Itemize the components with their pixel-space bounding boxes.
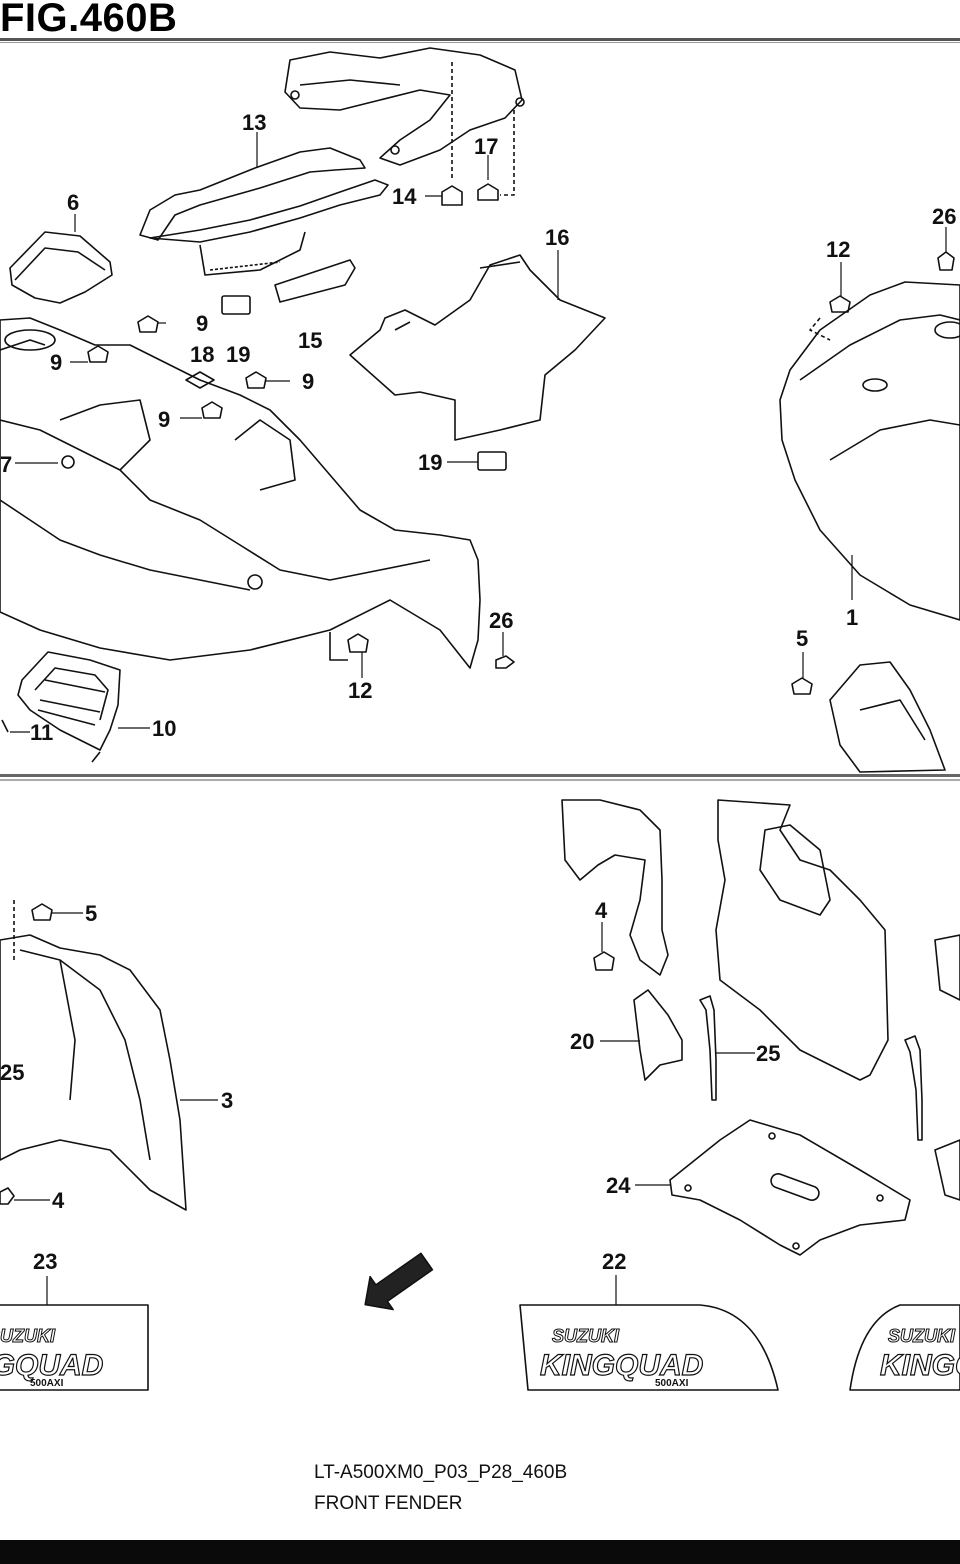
decal-right-text: SUZUKI KINGQUAD [879, 1326, 960, 1383]
callout-18: 18 [190, 342, 214, 367]
decal-right-outline [849, 1304, 960, 1391]
callout-26-upper-right: 26 [932, 204, 956, 229]
callout-13: 13 [242, 110, 266, 135]
part-17-clip [477, 183, 499, 201]
part-26-clip-right [937, 251, 955, 271]
callout-12-upper-right: 12 [826, 237, 850, 262]
upper-bracket-part [284, 47, 523, 166]
decal-22-brand: SUZUKI [552, 1326, 620, 1346]
part-12-clip-left [347, 633, 369, 653]
part-6-cover [9, 231, 113, 304]
decal-right-brand: SUZUKI [888, 1326, 956, 1346]
decal-23-model: KINGQUAD [0, 1349, 103, 1382]
figure-title: FIG.460B [0, 0, 178, 40]
part-4-clip-left [0, 1187, 15, 1205]
decal-22-outline [519, 1304, 779, 1391]
callout-9-a: 9 [196, 311, 208, 336]
part-19-block-a [221, 295, 251, 315]
callout-14: 14 [392, 184, 417, 209]
callout-20: 20 [570, 1029, 594, 1054]
fwd-arrow-label: FWD [377, 1310, 417, 1345]
part-9-clip-d [201, 401, 223, 419]
decal-right-model: KINGQUAD [880, 1349, 960, 1382]
part-14-bolt [441, 185, 463, 206]
decal-22-model: KINGQUAD [540, 1349, 703, 1382]
decal-22-submodel: 500AXI [655, 1378, 689, 1389]
callout-1: 1 [846, 605, 858, 630]
callout-12-left: 12 [348, 678, 372, 703]
part-5-clip-lower [31, 903, 53, 921]
callout-7: 7 [0, 452, 12, 477]
callout-17: 17 [474, 134, 498, 159]
part-20-bracket [633, 989, 683, 1081]
middle-separator [0, 774, 960, 781]
mud-guard-plate [715, 799, 889, 1081]
decal-22-text: SUZUKI KINGQUAD 500AXI [539, 1326, 704, 1390]
callout-4-right: 4 [595, 898, 608, 923]
callout-11: 11 [30, 720, 53, 745]
callout-23: 23 [33, 1249, 57, 1274]
decal-23-text: SUZUKI KINGQUAD 500AXI [0, 1326, 104, 1390]
part-26-clip-left [495, 655, 515, 669]
callout-5-upper: 5 [796, 626, 808, 651]
part-1-right-fender [779, 281, 960, 621]
callout-24: 24 [606, 1173, 631, 1198]
callout-22: 22 [602, 1249, 626, 1274]
callout-4-left: 4 [52, 1188, 65, 1213]
part-16-panel [349, 254, 606, 441]
callout-9-c: 9 [302, 369, 314, 394]
callout-15: 15 [298, 328, 322, 353]
right-edge-liner [934, 934, 960, 1001]
callout-9-d: 9 [158, 407, 170, 432]
right-edge-clip [934, 1139, 960, 1201]
part-9-clip-a [137, 315, 159, 333]
fwd-arrow [364, 1252, 434, 1311]
part-24-plate [669, 1119, 911, 1256]
part-15-pad [274, 259, 356, 303]
callout-25-left: 25 [0, 1060, 24, 1085]
bottom-bar [0, 1540, 960, 1564]
callout-26-left: 26 [489, 608, 513, 633]
decal-23-submodel: 500AXI [30, 1378, 64, 1389]
part-25-tie-b [904, 1035, 923, 1141]
callout-19-b: 19 [418, 450, 442, 475]
decal-23-brand: SUZUKI [0, 1326, 56, 1346]
right-liner-upper [829, 661, 946, 773]
part-4-clip-right [593, 951, 615, 971]
part-11-screw [1, 719, 9, 733]
part-12-clip-right [829, 295, 851, 313]
decal-23-outline [0, 1304, 149, 1391]
part-5-clip-upper [791, 677, 813, 695]
drawing-code: LT-A500XM0_P03_P28_460B [314, 1462, 568, 1483]
part-18-sheet [185, 371, 215, 389]
part-9-clip-b [87, 345, 109, 363]
callout-16: 16 [545, 225, 569, 250]
top-separator [0, 38, 960, 43]
part-21-liner [561, 799, 669, 976]
front-fender-body [0, 317, 481, 669]
callout-6: 6 [67, 190, 79, 215]
callout-10: 10 [152, 716, 176, 741]
callout-19-a: 19 [226, 342, 250, 367]
callout-5-lower: 5 [85, 901, 97, 926]
callout-9-b: 9 [50, 350, 62, 375]
part-10-grille [17, 651, 121, 751]
part-19-block-b [477, 451, 507, 471]
callout-25-right: 25 [756, 1041, 780, 1066]
part-3-inner-liner [0, 934, 187, 1211]
part-25-tie-a [699, 995, 717, 1101]
callout-3: 3 [221, 1088, 233, 1113]
part-13-frame [139, 147, 366, 241]
part-9-clip-c [245, 371, 267, 389]
drawing-name: FRONT FENDER [314, 1493, 463, 1514]
